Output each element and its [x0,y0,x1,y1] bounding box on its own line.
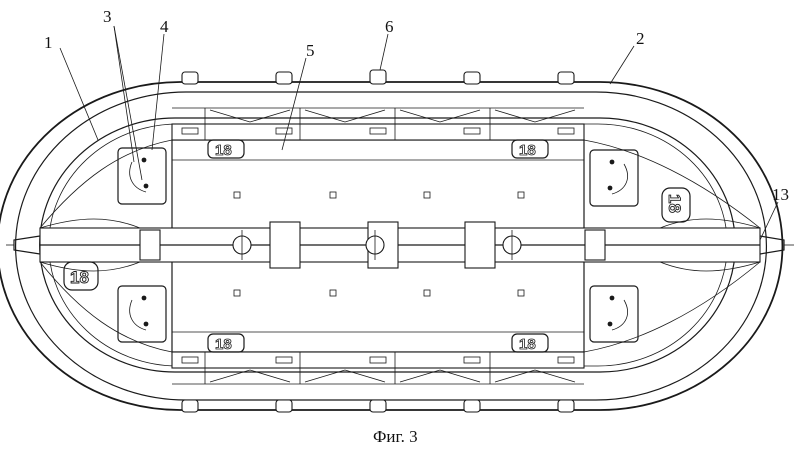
capacity-marking-text: 18 [70,268,89,287]
central-thwart [39,218,761,272]
lower-canopy-strip [171,351,585,385]
upper-canopy-strip [171,107,585,141]
capacity-badge-right-tube: 18 [661,187,691,223]
leader-lines [59,25,779,241]
towing-fitting-right [759,235,794,255]
capacity-marking-text: 18 [519,336,536,353]
capacity-marking-text: 18 [215,336,232,353]
equipment-pocket-bottom-left [117,285,167,343]
equipment-pocket-bottom-right [589,285,639,343]
capacity-badge-bottom-center: 18 [511,333,549,353]
floor-fasteners [233,191,525,297]
capacity-badge-bottom-left: 18 [207,333,245,353]
ref-3: 3 [103,7,112,26]
ref-1: 1 [44,33,53,52]
equipment-pocket-top-right [589,149,639,207]
capacity-marking-text: 18 [215,142,232,159]
equipment-pocket-top-left [117,147,167,205]
reference-numerals: 1 3 4 5 6 2 13 [44,7,789,204]
figure-caption: Фиг. 3 [373,427,418,446]
ref-4: 4 [160,17,169,36]
quadrant-partitions [39,139,761,353]
capacity-marking-text: 18 [519,142,536,159]
towing-fitting-left [6,235,41,255]
raft-outer-hull [0,81,784,411]
bottom-rail-fittings [181,399,575,413]
ref-2: 2 [636,29,645,48]
capacity-badge-left-tube: 18 [63,261,99,291]
capacity-badge-top-right: 18 [511,139,549,159]
capacity-marking-text: 18 [665,194,684,213]
ref-5: 5 [306,41,315,60]
top-rail-fittings [181,69,575,85]
capacity-badge-top-left: 18 [207,139,245,159]
buoyancy-tube [39,117,736,373]
ref-13: 13 [772,185,789,204]
ref-6: 6 [385,17,394,36]
